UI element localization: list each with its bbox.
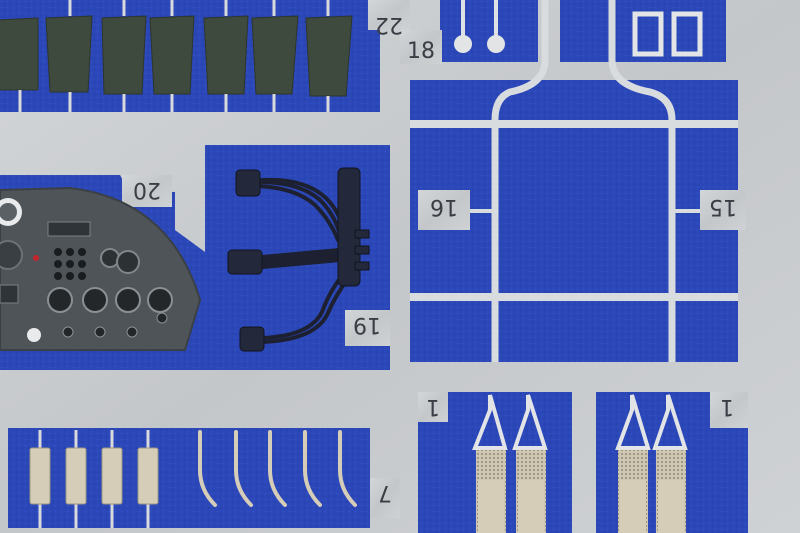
label-tabs: [122, 0, 748, 518]
part-label-7: 7: [378, 480, 392, 505]
instrument-panel: [0, 186, 202, 351]
part-1-straps: [472, 394, 688, 533]
part-label-18: 18: [407, 39, 435, 64]
part-number-labels: 22 18 20 16 15 19 1 1 7: [133, 12, 737, 505]
part-label-1-left: 1: [426, 394, 440, 419]
part-label-20: 20: [133, 177, 161, 202]
part-label-16: 16: [430, 194, 458, 219]
part-label-15: 15: [709, 194, 737, 219]
black-harness: [255, 177, 352, 344]
part-label-19: 19: [353, 312, 381, 337]
part-15-16-frame: [410, 0, 738, 362]
part-18-pins: [454, 0, 703, 57]
buckle-row: [29, 430, 357, 528]
harness-connectors: [227, 167, 370, 352]
seatbelt-straps: [0, 0, 353, 112]
part-label-22: 22: [375, 12, 403, 37]
part-label-1-right: 1: [720, 394, 734, 419]
